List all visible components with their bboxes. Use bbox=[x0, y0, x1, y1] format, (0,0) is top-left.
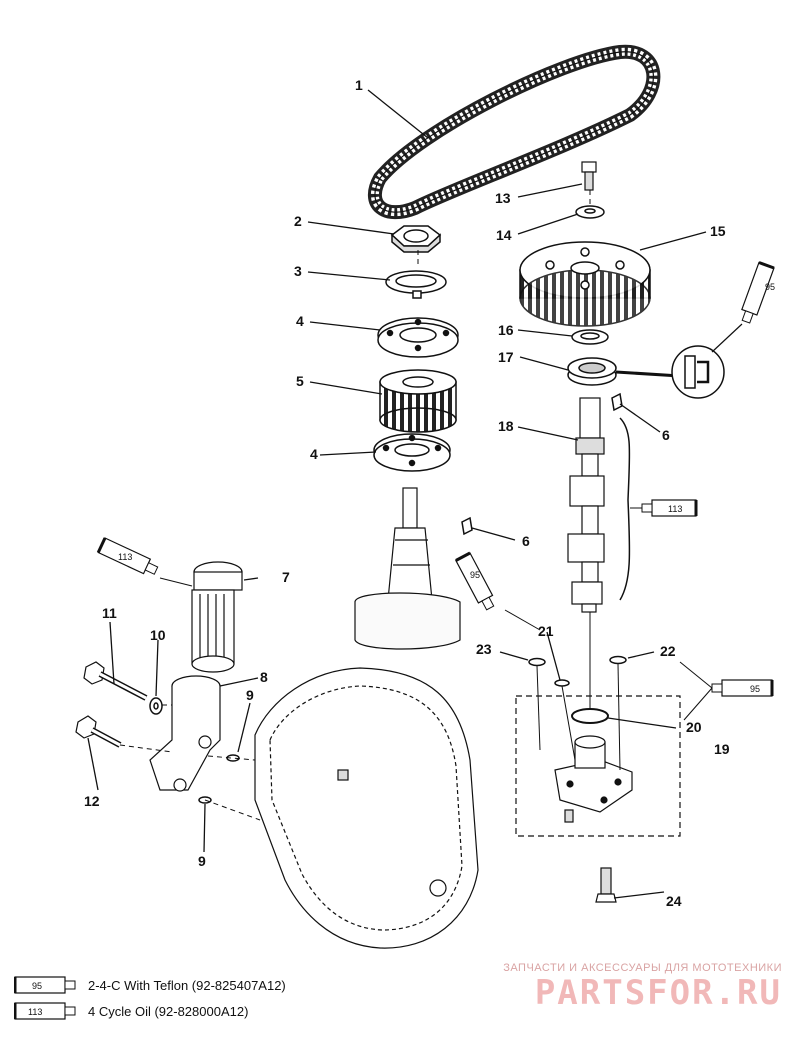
oil-pump-o-ring bbox=[571, 708, 609, 724]
callout-21: 21 bbox=[538, 623, 554, 639]
cam-pulley-washer bbox=[575, 205, 605, 219]
callout-9-lower: 9 bbox=[198, 853, 206, 869]
callout-12: 12 bbox=[84, 793, 100, 809]
callout-3: 3 bbox=[294, 263, 302, 279]
filter-o-rings bbox=[198, 754, 240, 804]
oil-filter-screen bbox=[191, 561, 243, 673]
callout-5: 5 bbox=[296, 373, 304, 389]
legend-row-113: 113 4 Cycle Oil (92-828000A12) bbox=[14, 1002, 254, 1020]
alignment-lines bbox=[119, 190, 591, 821]
callout-2: 2 bbox=[294, 213, 302, 229]
camshaft bbox=[567, 397, 605, 613]
woodruff-key-crank bbox=[461, 516, 473, 536]
callout-8: 8 bbox=[260, 669, 268, 685]
callout-23: 23 bbox=[476, 641, 492, 657]
tube-label-113-filter: 113 bbox=[118, 552, 132, 562]
callout-6-crank: 6 bbox=[522, 533, 530, 549]
oil-pump-bolt bbox=[595, 867, 617, 903]
bolt-washer bbox=[149, 697, 163, 715]
lubricant-tube-113-camshaft: 113 bbox=[630, 499, 698, 517]
callout-17: 17 bbox=[498, 349, 514, 365]
timing-belt bbox=[368, 44, 661, 220]
callout-11: 11 bbox=[102, 605, 117, 621]
watermark-tagline: ЗАПЧАСТИ И АКСЕССУАРЫ ДЛЯ МОТОТЕХНИКИ bbox=[503, 962, 782, 974]
legend-tube-95-icon: 95 bbox=[14, 976, 76, 994]
tube-label-95-top: 95 bbox=[765, 282, 775, 292]
tube-label-95-right: 95 bbox=[750, 684, 760, 694]
callout-18: 18 bbox=[498, 418, 514, 434]
camshaft-pulley bbox=[519, 241, 651, 327]
tube-label-95-middle: 95 bbox=[470, 570, 480, 580]
crankshaft-sprocket bbox=[379, 369, 457, 433]
crank-nut bbox=[390, 225, 442, 253]
lubricant-tube-95-middle: 95 bbox=[455, 551, 541, 631]
pulley-plate-lower bbox=[373, 433, 451, 472]
camshaft-washer bbox=[571, 329, 609, 345]
crankcase-cover bbox=[254, 667, 479, 949]
oil-pump-assembly-box bbox=[515, 695, 681, 837]
legend-text-95: 2-4-C With Teflon (92-825407A12) bbox=[88, 977, 286, 993]
oil-filter-housing bbox=[149, 675, 221, 792]
callout-19: 19 bbox=[714, 741, 730, 757]
cam-pulley-bolt bbox=[581, 161, 597, 191]
callout-15: 15 bbox=[710, 223, 726, 239]
callout-1: 1 bbox=[355, 77, 363, 93]
tube-label-113-camshaft: 113 bbox=[668, 504, 682, 514]
legend-code-113: 113 bbox=[28, 1007, 42, 1017]
callout-7: 7 bbox=[282, 569, 290, 585]
callout-6-cam: 6 bbox=[662, 427, 670, 443]
callout-10: 10 bbox=[150, 627, 166, 643]
pulley-plate-upper bbox=[377, 317, 459, 358]
camshaft-oil-seal bbox=[567, 357, 617, 386]
watermark-brand: PARTSFOR.RU bbox=[534, 973, 782, 1013]
callout-20: 20 bbox=[686, 719, 702, 735]
legend-text-113: 4 Cycle Oil (92-828000A12) bbox=[88, 1003, 249, 1019]
camshaft-lube-bracket bbox=[619, 417, 631, 601]
woodruff-key-cam bbox=[611, 392, 623, 412]
callout-14: 14 bbox=[496, 227, 512, 243]
callout-4-upper: 4 bbox=[296, 313, 304, 329]
filter-bolt-short bbox=[75, 715, 122, 748]
callout-4-lower: 4 bbox=[310, 446, 318, 462]
callout-22: 22 bbox=[660, 643, 676, 659]
callout-numbers: 1 2 3 4 4 5 6 6 7 8 9 9 10 11 12 13 14 1… bbox=[84, 77, 730, 909]
callout-9-upper: 9 bbox=[246, 687, 254, 703]
legend-tube-113-icon: 113 bbox=[14, 1002, 76, 1020]
assembly-leader-lines bbox=[536, 612, 621, 771]
lubricant-tube-95-top: 95 bbox=[711, 261, 775, 353]
legend-row-95: 95 2-4-C With Teflon (92-825407A12) bbox=[14, 976, 292, 994]
callout-23-leader bbox=[499, 651, 655, 661]
legend-code-95: 95 bbox=[32, 981, 42, 991]
oil-pump bbox=[554, 735, 633, 823]
lubricant-tube-95-right: 95 bbox=[679, 661, 774, 721]
callout-13: 13 bbox=[495, 190, 511, 206]
watermark: ЗАПЧАСТИ И АКСЕССУАРЫ ДЛЯ МОТОТЕХНИКИ PA… bbox=[503, 962, 782, 1012]
crankshaft bbox=[354, 487, 461, 650]
callout-16: 16 bbox=[498, 322, 514, 338]
callout-leaders bbox=[87, 89, 707, 899]
small-o-rings bbox=[528, 655, 627, 687]
filter-bolt-long bbox=[83, 661, 148, 701]
keyed-washer bbox=[385, 270, 447, 299]
lubricant-tube-113-filter: 113 bbox=[96, 537, 193, 587]
seal-detail-inset bbox=[615, 345, 725, 399]
callout-24: 24 bbox=[666, 893, 682, 909]
